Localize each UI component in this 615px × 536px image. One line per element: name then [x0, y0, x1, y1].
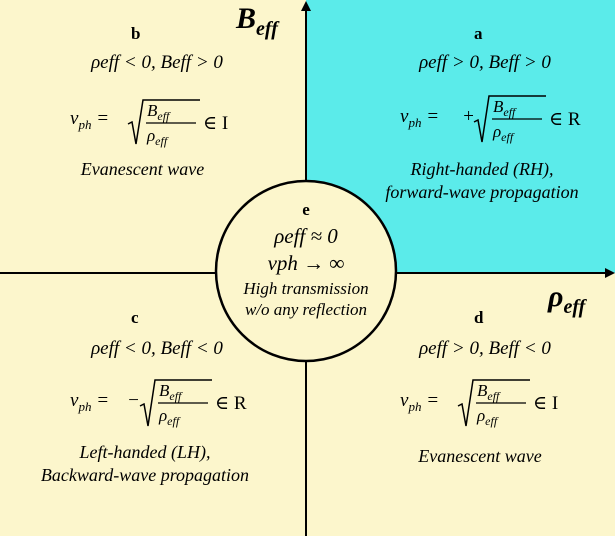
quadrant-b-formula-graphic: νph = Beff ρeff [70, 99, 200, 148]
x-axis-label: ρeff [548, 280, 586, 318]
quadrant-a-condition: ρeff > 0, Beff > 0 [419, 52, 551, 73]
svg-text:Beff: Beff [477, 381, 501, 403]
quadrant-d-formula-graphic: νph = Beff ρeff [400, 379, 530, 428]
svg-text:ρeff: ρeff [492, 122, 515, 144]
svg-text:νph =: νph = [400, 390, 439, 414]
svg-text:Beff: Beff [493, 97, 517, 119]
quadrant-a-sign: + [462, 106, 475, 127]
quadrant-d-description: Evanescent wave [418, 446, 542, 466]
quadrant-a-formula: νph = + Beff ρeff ∈ R [400, 88, 590, 144]
quadrant-c-letter: c [131, 308, 139, 327]
svg-text:Beff: Beff [147, 101, 171, 123]
quadrant-b-set: ∈ I [203, 113, 229, 134]
quadrant-d-letter: d [474, 308, 484, 327]
quadrant-d-formula: νph = Beff ρeff ∈ I [400, 372, 580, 428]
center-line-1: ρeff ≈ 0 [274, 224, 338, 248]
quadrant-d-set: ∈ I [533, 393, 559, 414]
quadrant-c-condition: ρeff < 0, Beff < 0 [91, 338, 223, 359]
quadrant-b-condition: ρeff < 0, Beff > 0 [91, 52, 223, 73]
svg-text:ρeff: ρeff [158, 406, 181, 428]
quadrant-c-sign: − [127, 390, 140, 411]
quadrant-a-letter: a [474, 24, 483, 43]
quadrant-a-formula-graphic: νph = + Beff ρeff [400, 95, 546, 144]
quadrant-d-condition: ρeff > 0, Beff < 0 [419, 338, 551, 359]
center-line-2: νph → ∞ [267, 251, 345, 275]
center-letter: e [302, 200, 310, 219]
svg-text:Beff: Beff [159, 381, 183, 403]
quadrant-a-description-2: forward-wave propagation [385, 182, 579, 202]
quadrant-c-set: ∈ R [215, 393, 247, 414]
y-axis-label: Beff [236, 2, 278, 40]
center-circle [214, 179, 398, 363]
quadrant-c-formula-graphic: νph = − Beff ρeff [70, 379, 212, 428]
center-line-3: High transmission [243, 279, 369, 298]
quadrant-c-description-1: Left-handed (LH), [79, 442, 211, 462]
svg-text:ρeff: ρeff [146, 126, 169, 148]
quadrant-c-formula: νph = − Beff ρeff ∈ R [70, 372, 260, 428]
svg-text:νph =: νph = [400, 106, 439, 130]
svg-text:νph =: νph = [70, 390, 109, 414]
quadrant-b-description: Evanescent wave [80, 159, 205, 179]
quadrant-a-description-1: Right-handed (RH), [410, 159, 554, 179]
quadrant-b-formula: νph = Beff ρeff ∈ I [70, 96, 250, 152]
center-line-4: w/o any reflection [244, 300, 368, 319]
quadrant-a-set: ∈ R [549, 109, 581, 130]
svg-text:ρeff: ρeff [476, 406, 499, 428]
svg-text:νph =: νph = [70, 108, 109, 132]
quadrant-b-letter: b [131, 24, 141, 43]
quadrant-c-description-2: Backward-wave propagation [40, 465, 250, 485]
